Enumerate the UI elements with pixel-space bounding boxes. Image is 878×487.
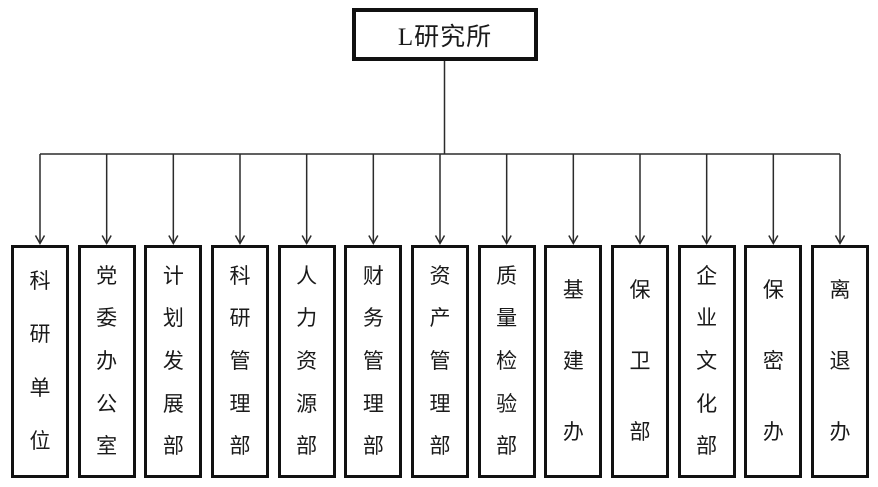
department-label-char: 力: [296, 306, 318, 331]
department-box-13: 离退办: [811, 245, 869, 478]
department-label-char: 公: [96, 391, 118, 416]
department-box-2: 党委办公室: [77, 245, 136, 478]
department-box-6: 财务管理部: [344, 245, 403, 478]
root-node-box: L研究所: [352, 8, 538, 61]
department-label-char: 科: [229, 263, 251, 288]
department-box-5: 人力资源部: [277, 245, 336, 478]
department-label-char: 位: [29, 428, 51, 453]
department-label-char: 党: [96, 263, 118, 288]
department-label-char: 基: [562, 278, 584, 302]
arrowhead-icon: [168, 235, 179, 246]
department-box-8: 质量检验部: [477, 245, 536, 478]
department-label-char: 委: [96, 306, 118, 331]
department-label-char: 发: [162, 348, 184, 373]
department-label-char: 企: [696, 263, 718, 288]
department-label-char: 展: [162, 391, 184, 416]
department-label-char: 办: [96, 348, 118, 373]
department-label-char: 部: [362, 434, 384, 459]
department-label-char: 卫: [629, 349, 651, 373]
department-label-char: 验: [496, 391, 518, 416]
arrowhead-icon: [501, 235, 512, 246]
department-box-9: 基建办: [544, 245, 603, 478]
department-label-char: 研: [229, 306, 251, 331]
department-label-char: 资: [429, 263, 451, 288]
arrowhead-icon: [434, 235, 446, 246]
department-box-7: 资产管理部: [411, 245, 469, 478]
department-label-char: 单: [29, 375, 51, 400]
arrowhead-icon: [634, 235, 646, 246]
department-label-char: 办: [562, 420, 584, 444]
department-label-char: 检: [496, 348, 518, 373]
arrowhead-icon: [701, 235, 712, 246]
department-label-char: 建: [562, 349, 584, 373]
department-label-char: 管: [429, 348, 451, 373]
department-label-char: 产: [429, 306, 451, 331]
department-box-11: 企业文化部: [677, 245, 736, 478]
arrowhead-icon: [768, 235, 779, 246]
department-label-char: 人: [296, 263, 318, 288]
department-label-char: 部: [162, 434, 184, 459]
department-label-char: 业: [696, 306, 718, 331]
department-label-char: 划: [162, 306, 184, 331]
arrowhead-icon: [368, 235, 379, 246]
root-node-label: L研究所: [397, 23, 493, 51]
department-label-char: 管: [362, 348, 384, 373]
department-label-char: 办: [762, 420, 784, 444]
department-label-char: 资: [296, 348, 318, 373]
department-label-char: 量: [496, 306, 518, 331]
department-label-char: 部: [229, 434, 251, 459]
department-label-char: 退: [829, 349, 851, 373]
department-label-char: 离: [829, 278, 851, 302]
department-box-4: 科研管理部: [211, 245, 269, 478]
arrowhead-icon: [834, 235, 846, 246]
department-label-char: 办: [829, 420, 851, 444]
department-label-char: 理: [362, 391, 384, 416]
department-box-10: 保卫部: [611, 245, 669, 478]
department-label-char: 密: [762, 349, 784, 373]
department-label-char: 源: [296, 391, 318, 416]
department-label-char: 质: [496, 263, 518, 288]
department-label-char: 文: [696, 348, 718, 373]
department-label-char: 务: [362, 306, 384, 331]
department-label-char: 保: [762, 278, 784, 302]
department-label-char: 理: [229, 391, 251, 416]
arrowhead-icon: [101, 235, 112, 246]
arrowhead-icon: [234, 235, 246, 246]
department-label-char: 部: [696, 434, 718, 459]
department-label-char: 保: [629, 278, 651, 302]
arrowhead-icon: [568, 235, 579, 246]
department-label-char: 化: [696, 391, 718, 416]
department-label-char: 计: [162, 263, 184, 288]
arrowhead-icon: [34, 235, 46, 246]
department-label-char: 理: [429, 391, 451, 416]
department-label-char: 部: [296, 434, 318, 459]
department-label-char: 室: [96, 434, 118, 459]
department-label-char: 科: [29, 269, 51, 294]
arrowhead-icon: [301, 235, 312, 246]
department-label-char: 部: [629, 420, 651, 444]
department-box-12: 保密办: [744, 245, 803, 478]
department-label-char: 财: [362, 263, 384, 288]
department-box-3: 计划发展部: [144, 245, 203, 478]
department-label-char: 管: [229, 348, 251, 373]
department-label-char: 部: [429, 434, 451, 459]
department-box-1: 科研单位: [11, 245, 69, 478]
department-label-char: 部: [496, 434, 518, 459]
department-label-char: 研: [29, 322, 51, 347]
